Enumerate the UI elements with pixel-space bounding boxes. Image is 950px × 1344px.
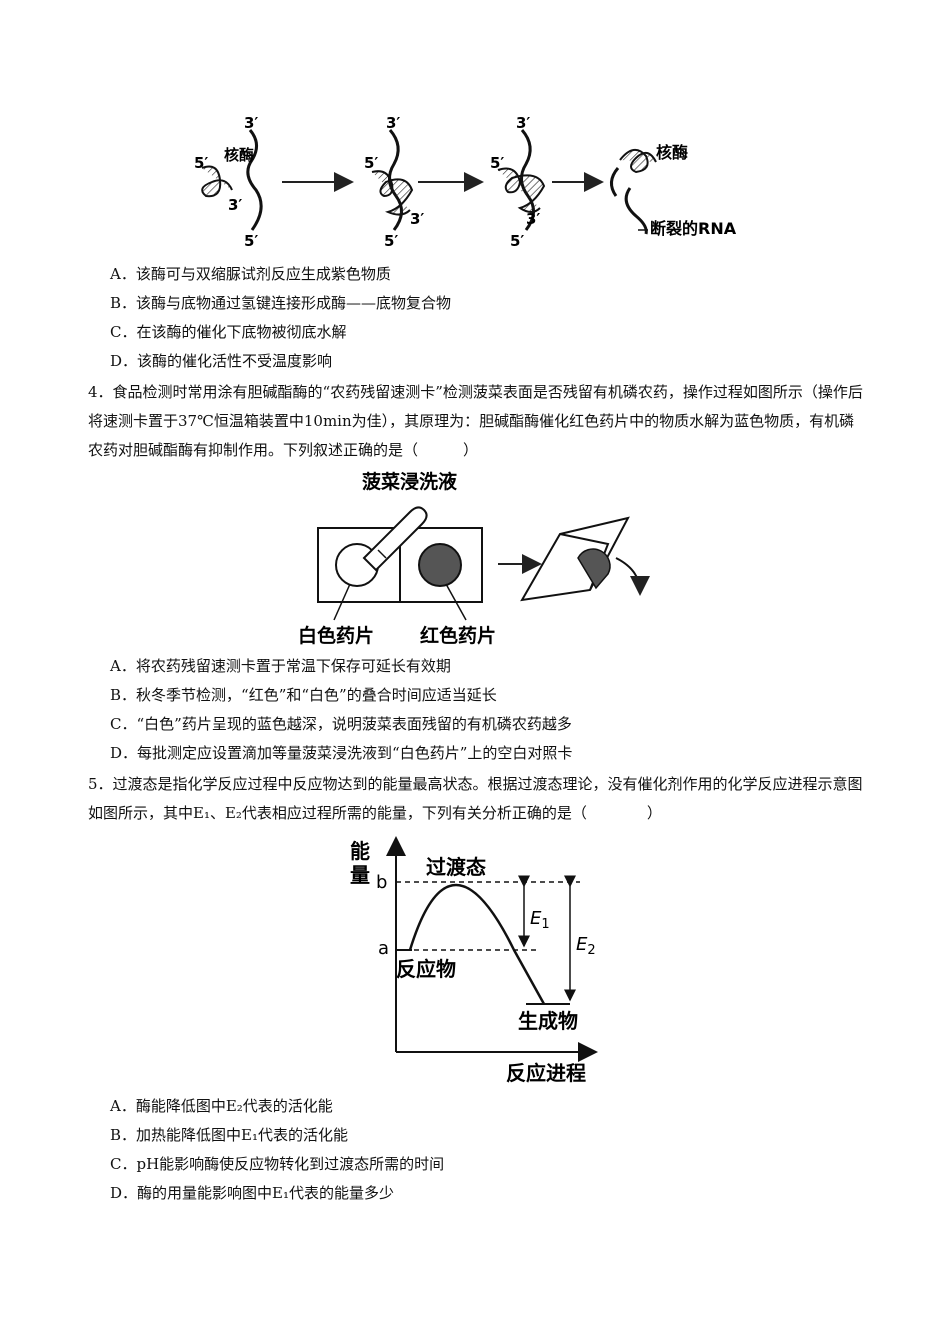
q4-option-b: B．秋冬季节检测，“红色”和“白色”的叠合时间应适当延长: [110, 686, 497, 704]
rna-fragment: [624, 187, 648, 235]
label-3prime: 3′: [516, 114, 530, 132]
q4-option-a: A．将农药残留速测卡置于常温下保存可延长有效期: [110, 657, 451, 675]
reaction-curve: [408, 884, 546, 1005]
ribozyme-3: [497, 167, 546, 213]
q4-option-d: D．每批测定应设置滴加等量菠菜浸洗液到“白色药片”上的空白对照卡: [110, 744, 573, 762]
q3-option-d: D．该酶的催化活性不受温度影响: [110, 352, 333, 370]
label-5prime: 5′: [244, 232, 258, 250]
transition-label: 过渡态: [426, 855, 486, 879]
y-axis-label: 能: [350, 839, 370, 863]
level-a: a: [378, 938, 389, 959]
e1-label: E1: [530, 908, 550, 932]
pointer-line: [333, 583, 351, 621]
x-axis-label: 反应进程: [506, 1061, 586, 1084]
q3-option-b: B．该酶与底物通过氢键连接形成酶——底物复合物: [110, 294, 452, 312]
card-right: [399, 527, 483, 603]
q4-option-c: C．“白色”药片呈现的蓝色越深，说明菠菜表面残留的有机磷农药越多: [110, 715, 572, 733]
e2-label: E2: [576, 934, 596, 958]
q3-option-a: A．该酶可与双缩脲试剂反应生成紫色物质: [110, 265, 391, 283]
q5-option-d: D．酶的用量能影响图中E₁代表的能量多少: [110, 1184, 394, 1202]
rna-fragment: [610, 167, 620, 197]
label-cleaved-rna: 断裂的RNA: [650, 219, 737, 238]
label-5prime: 5′: [490, 154, 504, 172]
pointer-line: [445, 583, 467, 621]
ribozyme-released: [619, 149, 657, 174]
fold-arrow: [615, 557, 650, 596]
q3-option-c: C．在该酶的催化下底物被彻底水解: [110, 323, 347, 341]
label-3prime: 3′: [410, 210, 424, 228]
folded-card: [520, 516, 630, 602]
label-5prime: 5′: [384, 232, 398, 250]
dropper: [362, 506, 428, 572]
ribozyme-1: [201, 165, 233, 198]
red-tablet: [418, 543, 462, 587]
y-axis-label: 量: [350, 863, 370, 887]
level-b: b: [376, 872, 387, 893]
label-enzyme: 核酶: [656, 143, 688, 162]
energy-diagram: 能 量 b a 过渡态 反应物 生成物 E1 E2 反应进程: [350, 836, 598, 1084]
label-white-tablet: 白色药片: [298, 624, 374, 647]
label-5prime: 5′: [194, 154, 208, 172]
product-label: 生成物: [518, 1009, 578, 1033]
q5-option-c: C．pH能影响酶使反应物转化到过渡态所需的时间: [110, 1155, 445, 1173]
label-3prime: 3′: [386, 114, 400, 132]
test-card-figure: 菠菜浸洗液 白色药片 红色药片: [298, 470, 650, 647]
label-enzyme: 核酶: [224, 146, 254, 164]
q5-option-b: B．加热能降低图中E₁代表的活化能: [110, 1126, 348, 1144]
q5-stem: 5．过渡态是指化学反应过程中反应物达到的能量最高状态。根据过渡态理论，没有催化剂…: [88, 775, 863, 822]
q4-stem: 4．食品检测时常用涂有胆碱酯酶的“农药残留速测卡”检测菠菜表面是否残留有机磷农药…: [88, 383, 863, 459]
label-3prime: 3′: [244, 114, 258, 132]
label-3prime: 3′: [526, 210, 540, 228]
reactant-label: 反应物: [396, 957, 456, 981]
ribozyme-2: [371, 170, 414, 216]
ribozyme-figure: 3′ 5′ 核酶 3′ 5′ 3′ 5′ 3′ 5′ 3′ 5′ 3′ 5′ 核…: [194, 114, 737, 250]
label-5prime: 5′: [510, 232, 524, 250]
label-3prime: 3′: [228, 196, 242, 214]
q5-option-a: A．酶能降低图中E₂代表的活化能: [110, 1097, 333, 1115]
label-red-tablet: 红色药片: [420, 624, 496, 647]
fig-title: 菠菜浸洗液: [362, 470, 458, 493]
label-5prime: 5′: [364, 154, 378, 172]
rna-strand-1: [246, 129, 263, 231]
